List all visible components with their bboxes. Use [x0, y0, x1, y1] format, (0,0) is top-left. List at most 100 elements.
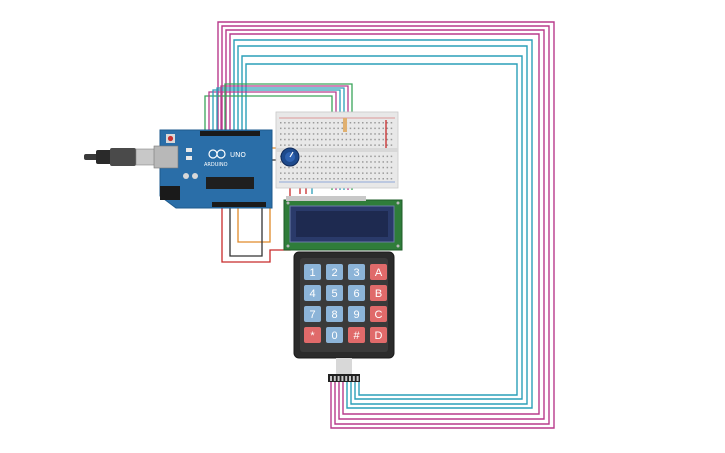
breadboard-hole	[316, 178, 319, 180]
breadboard-hole	[308, 144, 311, 146]
keypad-wire-6	[237, 45, 528, 405]
breadboard-hole	[280, 166, 282, 169]
breadboard-hole	[382, 127, 384, 130]
breadboard-hole	[374, 161, 376, 163]
breadboard-hole	[349, 161, 352, 163]
breadboard-hole	[378, 172, 380, 174]
breadboard-hole	[366, 138, 368, 141]
breadboard-hole	[341, 122, 343, 124]
breadboard-hole	[345, 138, 348, 141]
keypad-key-B[interactable]: B	[370, 285, 387, 301]
breadboard-hole	[386, 161, 389, 163]
breadboard-hole	[288, 127, 290, 130]
breadboard-hole	[366, 122, 368, 124]
keypad-key-4[interactable]: 4	[304, 285, 321, 301]
breadboard-hole	[370, 133, 372, 135]
breadboard-hole	[366, 144, 368, 146]
breadboard-hole	[316, 138, 319, 141]
keypad-key-5[interactable]: 5	[326, 285, 343, 301]
breadboard-hole	[349, 127, 352, 130]
breadboard-hole	[362, 133, 364, 135]
breadboard-hole	[292, 133, 294, 135]
breadboard-hole	[296, 133, 298, 135]
breadboard-hole	[304, 178, 307, 180]
keypad-key-C[interactable]: C	[370, 306, 387, 322]
breadboard-hole	[386, 144, 389, 146]
keypad-wire-1	[217, 21, 555, 429]
keypad-wire-3	[225, 29, 545, 420]
breadboard-hole	[390, 161, 393, 163]
breadboard-hole	[349, 133, 352, 135]
breadboard-hole	[357, 144, 360, 146]
keypad-key-label: 9	[353, 309, 359, 321]
breadboard-hole	[378, 161, 380, 163]
breadboard-hole	[316, 155, 319, 158]
arduino-uno-board[interactable]: UNO ARDUINO	[153, 129, 273, 209]
breadboard-hole	[353, 172, 356, 174]
breadboard-hole	[370, 127, 372, 130]
keypad-key-3[interactable]: 3	[348, 264, 365, 280]
breadboard-hole	[300, 166, 302, 169]
keypad-key-label: 7	[309, 309, 315, 321]
breadboard-hole	[308, 172, 311, 174]
keypad-key-label: #	[353, 330, 360, 342]
breadboard-hole	[280, 172, 282, 174]
breadboard-hole	[312, 144, 315, 146]
breadboard-hole	[337, 127, 339, 130]
breadboard-hole	[378, 166, 380, 169]
breadboard-hole	[345, 166, 348, 169]
lcd-display	[283, 196, 403, 251]
breadboard-hole	[325, 166, 327, 169]
breadboard-hole	[280, 122, 282, 124]
breadboard-hole	[300, 178, 302, 180]
keypad-key-1[interactable]: 1	[304, 264, 321, 280]
breadboard-hole	[357, 138, 360, 141]
keypad-key-6[interactable]: 6	[348, 285, 365, 301]
breadboard-hole	[357, 122, 360, 124]
keypad-key-label: C	[375, 309, 383, 321]
breadboard-hole	[337, 122, 339, 124]
breadboard-hole	[312, 122, 315, 124]
breadboard-hole	[333, 161, 335, 163]
breadboard-hole	[353, 133, 356, 135]
breadboard-hole	[329, 161, 331, 163]
keypad-key-9[interactable]: 9	[348, 306, 365, 322]
breadboard-hole	[374, 178, 376, 180]
keypad-key-8[interactable]: 8	[326, 306, 343, 322]
breadboard-hole	[337, 172, 339, 174]
keypad-key-D[interactable]: D	[370, 327, 387, 343]
breadboard-hole	[370, 144, 372, 146]
breadboard-hole	[341, 155, 343, 158]
keypad-key-*[interactable]: *	[304, 327, 321, 343]
breadboard-hole	[357, 155, 360, 158]
breadboard-hole	[296, 138, 298, 141]
potentiometer[interactable]	[280, 147, 300, 167]
keypad-key-#[interactable]: #	[348, 327, 365, 343]
breadboard-hole	[390, 133, 393, 135]
keypad-key-7[interactable]: 7	[304, 306, 321, 322]
breadboard-hole	[386, 172, 389, 174]
keypad-wire-5	[233, 39, 533, 409]
breadboard-hole	[296, 166, 298, 169]
breadboard-hole	[345, 155, 348, 158]
breadboard-hole	[321, 122, 323, 124]
breadboard-hole	[390, 144, 393, 146]
breadboard-hole	[312, 172, 315, 174]
breadboard-hole	[284, 133, 286, 135]
keypad-key-0[interactable]: 0	[326, 327, 343, 343]
keypad-key-A[interactable]: A	[370, 264, 387, 280]
breadboard-hole	[288, 122, 290, 124]
breadboard-hole	[280, 127, 282, 130]
breadboard-hole	[349, 166, 352, 169]
keypad-key-2[interactable]: 2	[326, 264, 343, 280]
breadboard-hole	[304, 144, 307, 146]
brand-text: ARDUINO	[204, 162, 228, 168]
breadboard-hole	[353, 166, 356, 169]
breadboard-hole	[288, 178, 290, 180]
keypad-key-label: A	[375, 267, 383, 279]
breadboard-hole	[316, 161, 319, 163]
breadboard-hole	[366, 178, 368, 180]
breadboard-hole	[345, 178, 348, 180]
